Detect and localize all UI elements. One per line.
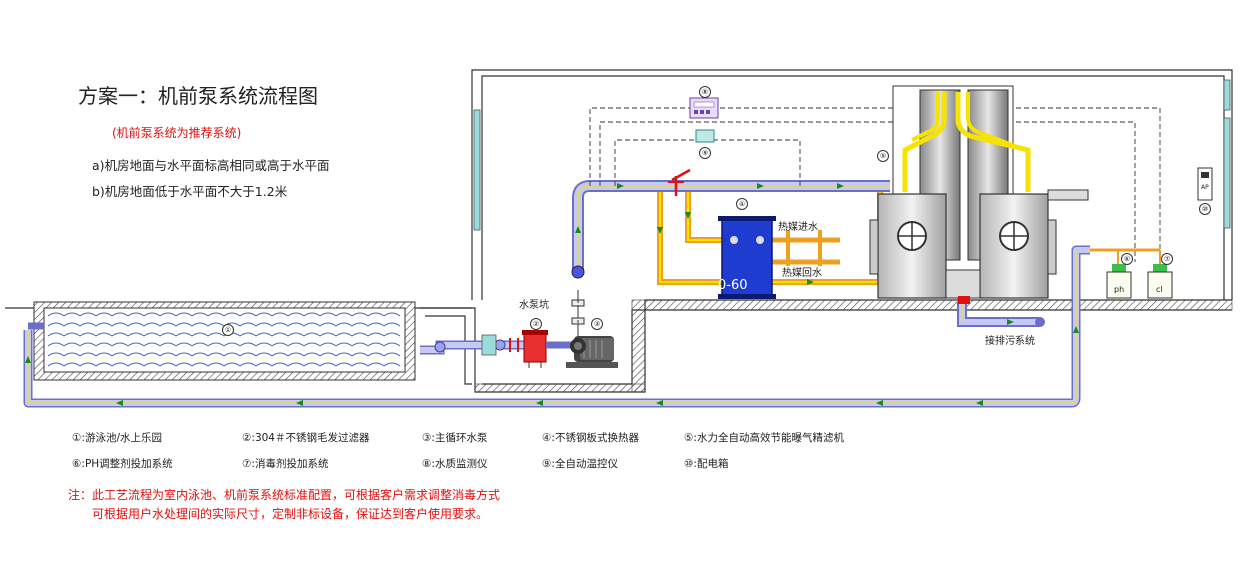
flow-arrow — [807, 279, 814, 285]
pool-wave — [47, 312, 401, 317]
label-heat-return: 热媒回水 — [782, 268, 822, 279]
aeration-tanks — [869, 189, 1089, 299]
marker-8: ⑧ — [699, 86, 711, 98]
marker-1: ① — [222, 324, 234, 336]
label-ph-tank: ph — [1114, 285, 1125, 294]
label-pump-pit: 水泵坑 — [519, 300, 549, 311]
label-drain: 接排污系统 — [985, 336, 1035, 347]
flow-arrow — [837, 183, 844, 189]
heat-exchanger — [718, 216, 776, 299]
flow-arrow — [575, 226, 581, 233]
flow-arrows — [25, 183, 1079, 406]
legend-item-1: ①:游泳池/水上乐园 — [72, 432, 162, 444]
electric-cabinet — [1197, 167, 1213, 201]
page-title: 方案一：机前泵系统流程图 — [78, 84, 318, 108]
legend-item-9: ⑨:全自动温控仪 — [542, 458, 618, 470]
flow-arrow — [296, 400, 303, 406]
note-line-2: 可根据用户水处理间的实际尺寸，定制非标设备，保证达到客户使用要求。 — [92, 507, 489, 521]
legend-item-2: ②:304＃不锈钢毛发过滤器 — [242, 432, 370, 444]
floor-slab — [631, 299, 1233, 311]
control-valve — [668, 168, 691, 196]
condition-b: b)机房地面低于水平面不大于1.2米 — [92, 184, 288, 199]
flow-arrow — [685, 212, 691, 219]
marker-7: ⑦ — [1161, 253, 1173, 265]
condition-a: a)机房地面与水平面标高相同或高于水平面 — [92, 158, 330, 173]
marker-2: ② — [530, 318, 542, 330]
pit-floor — [474, 383, 646, 393]
pump-pit-wall — [631, 309, 646, 393]
swimming-pool — [33, 301, 416, 381]
dosing-tanks — [1090, 248, 1173, 299]
marker-3: ③ — [591, 318, 603, 330]
label-cl-tank: cl — [1156, 285, 1163, 294]
note-line-1: 注：此工艺流程为室内泳池、机前泵系统标准配置，可根据客户需求调整消毒方式 — [68, 488, 501, 502]
label-exchanger: 0-60 — [718, 278, 748, 293]
marker-5: ⑤ — [877, 150, 889, 162]
windows — [473, 79, 1231, 231]
legend-item-4: ④:不锈钢板式换热器 — [542, 432, 639, 444]
suction-pipe — [420, 334, 530, 356]
marker-9: ⑨ — [699, 147, 711, 159]
flow-arrow — [617, 183, 624, 189]
flow-arrow — [976, 400, 983, 406]
flow-arrow — [757, 183, 764, 189]
pool-wave — [47, 322, 401, 327]
flow-arrow — [536, 400, 543, 406]
page-subtitle: (机前泵系统为推荐系统) — [112, 126, 242, 140]
flow-arrow — [657, 227, 663, 234]
main-pump — [566, 336, 618, 368]
marker-6: ⑥ — [1121, 253, 1133, 265]
legend-item-6: ⑥:PH调整剂投加系统 — [72, 458, 173, 470]
legend-item-3: ③:主循环水泵 — [422, 432, 488, 444]
marker-10: ⑩ — [1199, 203, 1211, 215]
quality-meter — [689, 97, 719, 119]
legend-item-5: ⑤:水力全自动高效节能曝气精滤机 — [684, 432, 844, 444]
legend-item-7: ⑦:消毒剂投加系统 — [242, 458, 329, 470]
hair-filter — [522, 330, 548, 368]
flow-arrow — [116, 400, 123, 406]
label-cabinet: AP — [1201, 184, 1209, 191]
flow-arrow — [1007, 319, 1014, 325]
flow-arrow — [876, 400, 883, 406]
return-pipe — [23, 245, 1090, 408]
legend-item-10: ⑩:配电箱 — [684, 458, 729, 470]
discharge-header — [571, 180, 890, 336]
marker-4: ④ — [736, 198, 748, 210]
pool-wave — [47, 352, 401, 357]
label-heat-supply: 热媒进水 — [778, 222, 818, 233]
pool-wave — [47, 362, 401, 367]
legend-item-8: ⑧:水质监测仪 — [422, 458, 488, 470]
pool-wave — [47, 332, 401, 337]
flow-arrow — [656, 400, 663, 406]
pool-wave — [47, 342, 401, 347]
temp-controller — [695, 129, 715, 143]
flow-arrow — [1073, 326, 1079, 333]
flow-arrow — [25, 356, 31, 363]
